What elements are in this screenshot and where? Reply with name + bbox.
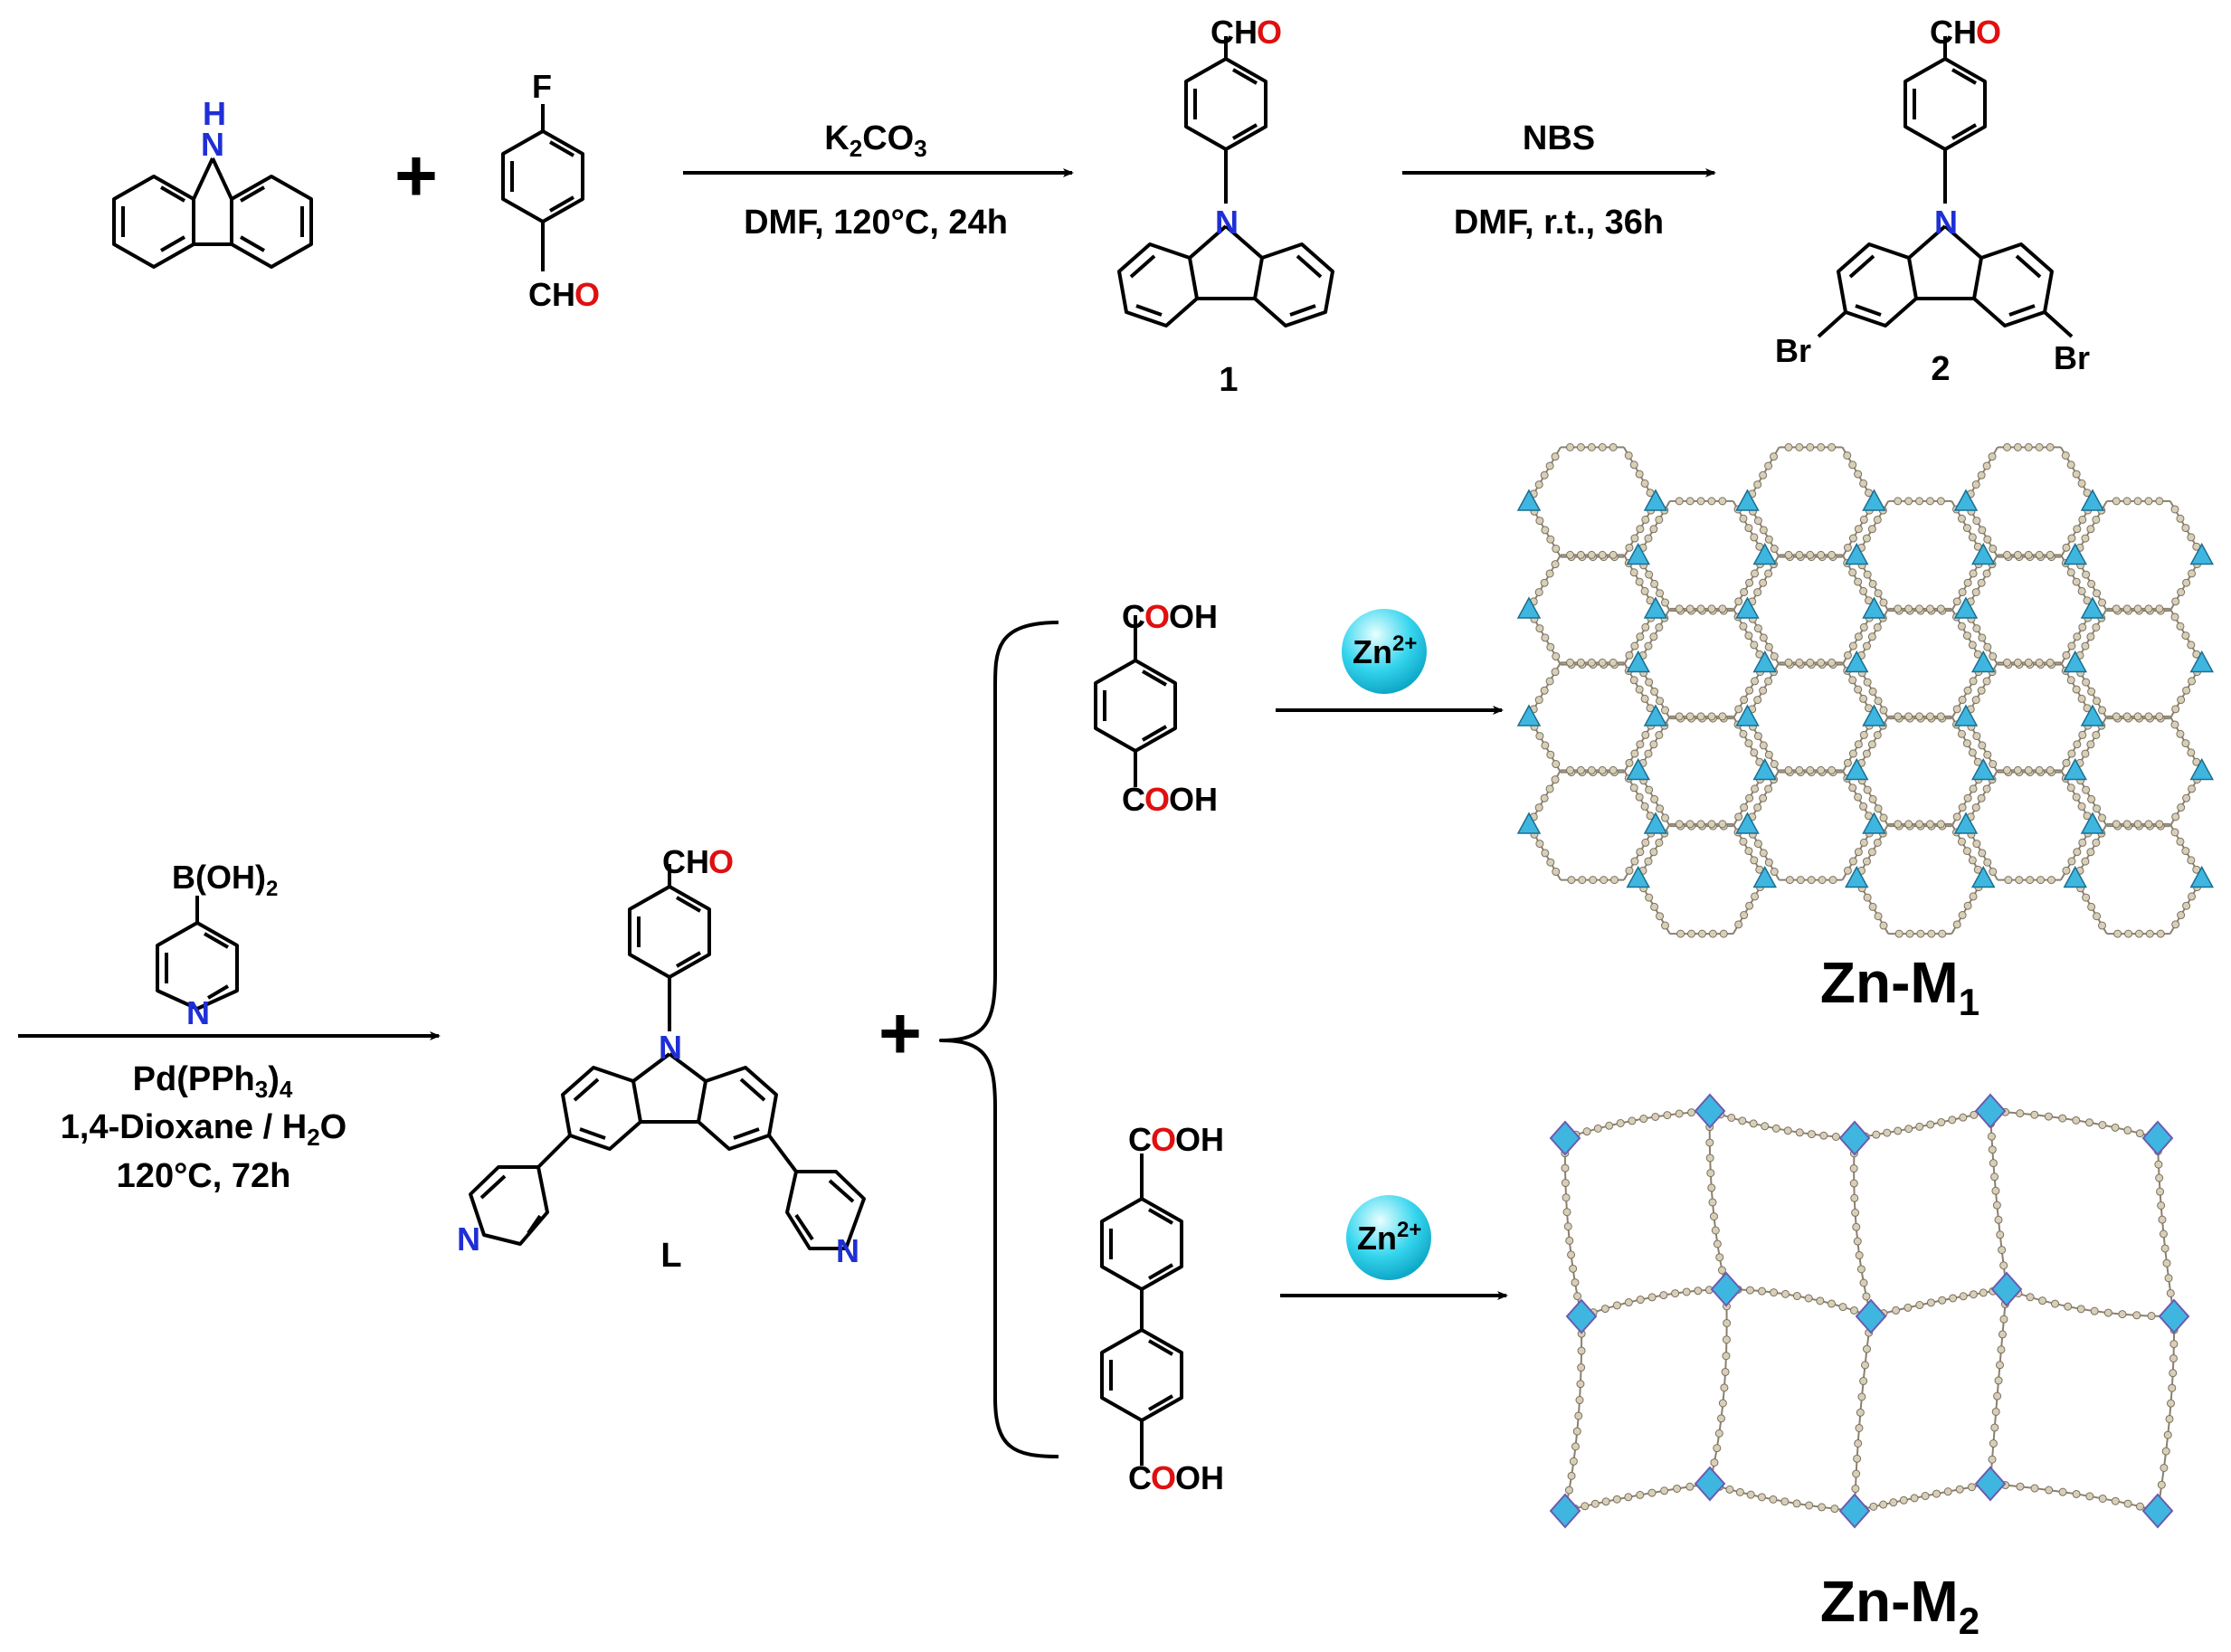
- atom-n-c1: N: [1215, 204, 1239, 241]
- zn-node-polyhedron: [2143, 1122, 2172, 1154]
- zn-node-polyhedron: [1551, 1495, 1580, 1527]
- atom-br-left: Br: [1775, 332, 1811, 369]
- atom-c-bpd-top: C: [1128, 1121, 1152, 1158]
- carbazole-structure: [114, 158, 311, 267]
- atom-n-c2: N: [1934, 204, 1958, 241]
- step2-conditions: DMF, r.t., 36h: [1454, 204, 1664, 242]
- atom-n-pyb: N: [186, 994, 210, 1031]
- zn-node-polyhedron: [1976, 1467, 2005, 1500]
- atom-oh-bpd-top: OH: [1175, 1121, 1224, 1158]
- zn-node-polyhedron: [1695, 1095, 1724, 1127]
- atom-c-bpd-bot: C: [1128, 1459, 1152, 1496]
- zn-node-polyhedron: [1567, 1300, 1596, 1333]
- atom-ch-c2: CH: [1930, 14, 1977, 51]
- step3-conditions: 120°C, 72h: [117, 1157, 291, 1195]
- step3-catalyst: Pd(PPh3)4: [133, 1060, 293, 1103]
- atom-b-oh2: B(OH)2: [172, 859, 278, 901]
- compound-label-L: L: [660, 1237, 681, 1275]
- atom-oh-tpa-top: OH: [1169, 598, 1218, 635]
- step1-reagent: K2CO3: [824, 119, 926, 162]
- fluorobenzaldehyde-structure: [503, 104, 583, 271]
- step2-reagent: NBS: [1523, 119, 1595, 157]
- terephthalic-acid-structure: [1096, 615, 1175, 787]
- biphenyl-dicarboxylic-acid-structure: [1102, 1154, 1182, 1466]
- zn-node-polyhedron: [1856, 1300, 1885, 1333]
- compound-label-1: 1: [1219, 361, 1238, 399]
- atom-br-right: Br: [2054, 339, 2090, 376]
- atom-oh-bpd-bot: OH: [1175, 1459, 1224, 1496]
- product-label-zn-m1: Zn-M1: [1820, 950, 1979, 1023]
- curly-brace: [941, 622, 1059, 1457]
- zn-node-polyhedron: [1712, 1273, 1741, 1305]
- zn-node-polyhedron: [1992, 1273, 2021, 1305]
- atom-n-l: N: [659, 1029, 682, 1066]
- atom-o-c2: O: [1976, 14, 2001, 51]
- atom-o-bpd-bot: O: [1151, 1459, 1176, 1496]
- compound-label-2: 2: [1931, 350, 1950, 388]
- atom-ch-fb: CH: [528, 276, 575, 313]
- zn-node-polyhedron: [1551, 1122, 1580, 1154]
- atom-o-tpa-bot: O: [1144, 781, 1170, 818]
- zn-node-polyhedron: [1695, 1467, 1724, 1500]
- atom-nh-h: H: [203, 95, 226, 132]
- product-label-zn-m2: Zn-M2: [1820, 1569, 1979, 1642]
- zn-node-polyhedron: [1840, 1495, 1869, 1527]
- zn-m2-framework-image: [1551, 1095, 2188, 1527]
- compound-1-structure: [1119, 36, 1333, 326]
- atom-o-l: O: [708, 843, 734, 880]
- atom-o-fb: O: [574, 276, 600, 313]
- plus-sign-middle: +: [878, 992, 922, 1075]
- zn-node-polyhedron: [1976, 1095, 2005, 1127]
- compound-2-structure: [1818, 36, 2072, 337]
- atom-c-tpa-bot: C: [1122, 781, 1145, 818]
- step1-conditions: DMF, 120°C, 24h: [744, 204, 1008, 242]
- atom-o-c1: O: [1257, 14, 1282, 51]
- zn-node-polyhedron: [2160, 1300, 2188, 1333]
- atom-o-bpd-top: O: [1151, 1121, 1176, 1158]
- atom-ch-c1: CH: [1210, 14, 1258, 51]
- zn-m1-framework-image: [1518, 443, 2213, 937]
- atom-n-l-left: N: [457, 1220, 480, 1258]
- atom-n-l-right: N: [836, 1232, 859, 1269]
- pyridine-boronic-acid-structure: [157, 896, 237, 1009]
- zn-node-polyhedron: [1840, 1122, 1869, 1154]
- atom-oh-tpa-bot: OH: [1169, 781, 1218, 818]
- step3-solvent: 1,4-Dioxane / H2O: [61, 1108, 347, 1151]
- atom-f: F: [532, 68, 552, 105]
- atom-o-tpa-top: O: [1144, 598, 1170, 635]
- atom-ch-l: CH: [662, 843, 709, 880]
- atom-c-tpa-top: C: [1122, 598, 1145, 635]
- plus-sign-top: +: [394, 135, 438, 217]
- zn-node-polyhedron: [2143, 1495, 2172, 1527]
